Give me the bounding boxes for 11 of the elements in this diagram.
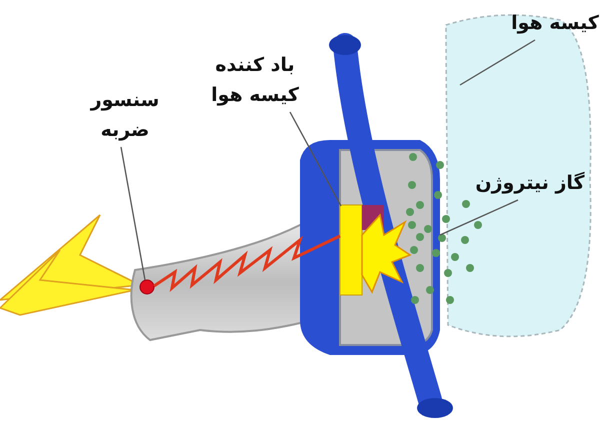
callout-label: گاز نیتروژن <box>470 168 590 198</box>
leader-line <box>289 112 342 206</box>
inflator-drawing <box>340 204 412 296</box>
callout-label: باد کننده کیسه هوا <box>205 50 305 110</box>
leader-line <box>120 146 146 280</box>
zigzag-line <box>153 234 341 292</box>
leader-line <box>440 199 518 236</box>
callout-label: کیسه هوا <box>505 8 600 38</box>
sensor-dot <box>140 280 154 294</box>
leader-line <box>460 39 536 86</box>
callout-label: سنسور ضربه <box>85 85 165 145</box>
